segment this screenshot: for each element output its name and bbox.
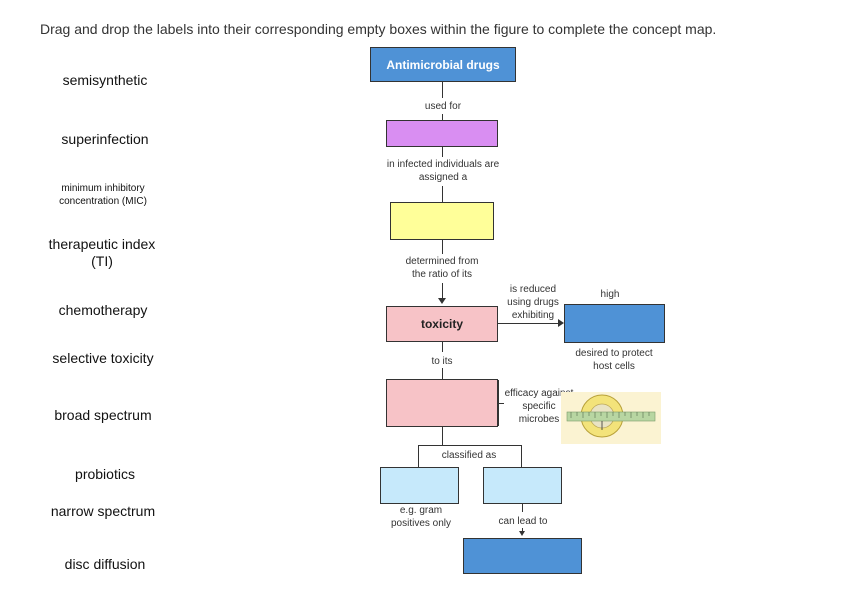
arrow-down-icon bbox=[438, 298, 446, 304]
connector-line bbox=[442, 82, 443, 98]
drop-box-yellow[interactable] bbox=[390, 202, 494, 240]
connector-line bbox=[521, 445, 522, 468]
label-chemotherapy[interactable]: chemotherapy bbox=[58, 302, 148, 318]
connector-line bbox=[442, 147, 443, 157]
determined-from-caption: determined from the ratio of its bbox=[405, 256, 479, 280]
to-its-caption: to its bbox=[431, 356, 453, 367]
can-lead-to-caption: can lead to bbox=[498, 516, 548, 527]
label-superinfection[interactable]: superinfection bbox=[61, 131, 149, 147]
drop-box-light-blue-left[interactable] bbox=[380, 467, 459, 504]
connector-line bbox=[498, 403, 504, 404]
connector-line bbox=[442, 240, 443, 254]
is-reduced-caption: is reduced using drugs exhibiting bbox=[507, 284, 559, 321]
connector-line bbox=[442, 283, 443, 299]
connector-line bbox=[442, 342, 443, 352]
used-for-caption: used for bbox=[424, 101, 462, 112]
high-caption: high bbox=[600, 289, 620, 300]
in-infected-caption: in infected individuals are assigned a bbox=[386, 159, 500, 183]
arrow-right-icon bbox=[558, 319, 564, 327]
connector-line bbox=[498, 323, 558, 324]
connector-line bbox=[442, 114, 443, 120]
drop-box-blue-bottom[interactable] bbox=[463, 538, 582, 574]
connector-line bbox=[418, 445, 419, 468]
label-therapeutic-index[interactable]: therapeutic index (TI) bbox=[48, 236, 156, 269]
label-probiotics[interactable]: probiotics bbox=[75, 466, 135, 482]
connector-line bbox=[522, 528, 523, 532]
connector-line bbox=[442, 427, 443, 445]
label-semisynthetic[interactable]: semisynthetic bbox=[62, 72, 148, 88]
connector-line bbox=[522, 504, 523, 512]
drop-box-blue-high[interactable] bbox=[564, 304, 665, 343]
efficacy-caption: efficacy against specific microbes bbox=[504, 388, 574, 425]
eg-gram-caption: e.g. gram positives only bbox=[390, 505, 452, 529]
antimicrobial-drugs-box: Antimicrobial drugs bbox=[370, 47, 516, 82]
toxicity-box: toxicity bbox=[386, 306, 498, 342]
label-broad-spectrum[interactable]: broad spectrum bbox=[54, 407, 152, 423]
arrow-down-icon bbox=[519, 531, 525, 536]
instruction-text: Drag and drop the labels into their corr… bbox=[40, 21, 717, 37]
ruler-icon bbox=[561, 392, 661, 444]
label-narrow-spectrum[interactable]: narrow spectrum bbox=[50, 503, 156, 519]
drop-box-pink[interactable] bbox=[386, 379, 498, 427]
label-mic[interactable]: minimum inhibitory concentration (MIC) bbox=[59, 183, 147, 207]
connector-line bbox=[442, 186, 443, 202]
drop-box-light-blue-right[interactable] bbox=[483, 467, 562, 504]
connector-line bbox=[418, 445, 522, 446]
classified-as-caption: classified as bbox=[432, 449, 506, 462]
connector-line bbox=[442, 368, 443, 379]
label-selective-toxicity[interactable]: selective toxicity bbox=[52, 350, 154, 366]
label-disc-diffusion[interactable]: disc diffusion bbox=[64, 556, 146, 572]
desired-caption: desired to protect host cells bbox=[575, 348, 653, 372]
drop-box-purple[interactable] bbox=[386, 120, 498, 147]
